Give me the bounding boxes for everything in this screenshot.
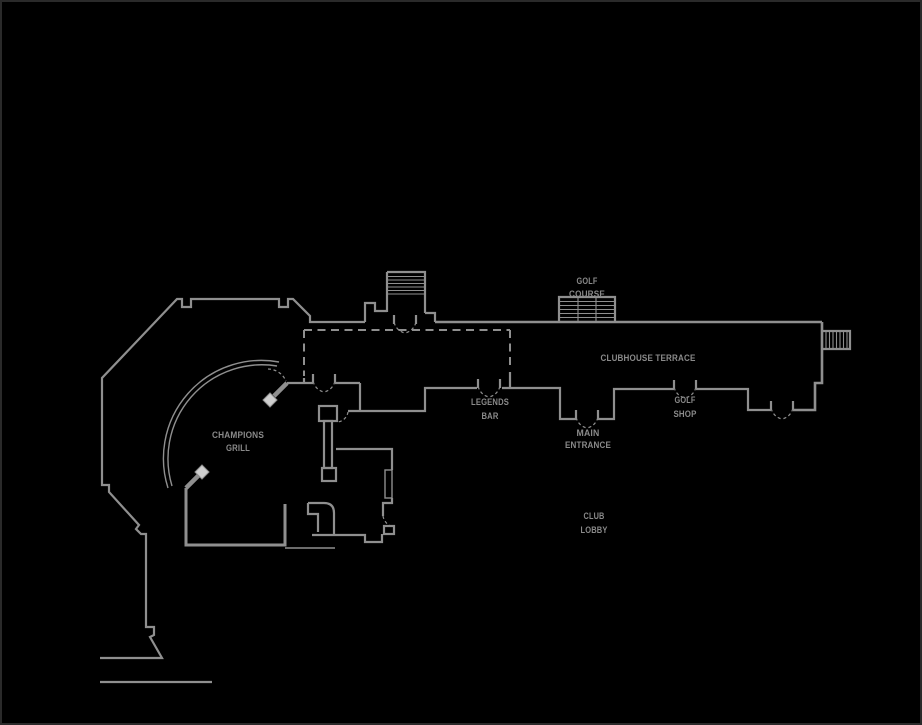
- terrace-north-wall: [314, 270, 822, 324]
- label-golf-shop-line1: GOLF: [675, 395, 696, 406]
- label-golf-course-line2: COURSE: [569, 289, 605, 300]
- label-champions-grill-line2: GRILL: [226, 443, 250, 454]
- label-champions-grill-line1: CHAMPIONS: [212, 430, 264, 441]
- room-labels: GOLF COURSE CLUBHOUSE TERRACE LEGENDS BA…: [212, 276, 697, 536]
- legends-bar-door-icon: [476, 377, 502, 399]
- champions-grill-arc-wall: [162, 359, 280, 489]
- golf-course-stairs: [557, 295, 617, 322]
- terrace-south-wall: [287, 372, 771, 421]
- north-center-stairs: [387, 275, 425, 295]
- east-terrace-stairs: [823, 329, 852, 351]
- door-hinge-icon: [194, 464, 210, 480]
- terrace-east-door-icon: [769, 399, 795, 421]
- interior-service-rooms: [306, 447, 396, 544]
- champions-grill-entry-door-icon: [311, 372, 337, 394]
- building-outline-west-wing: [100, 297, 314, 684]
- terrace-east-wall: [793, 322, 824, 412]
- label-legends-bar-line1: LEGENDS: [471, 397, 509, 408]
- champions-grill-southeast-wall: [184, 488, 335, 549]
- grill-arc-north-swing-door: [262, 368, 289, 408]
- label-golf-course-line1: GOLF: [577, 276, 598, 287]
- label-main-entrance-line2: ENTRANCE: [565, 440, 611, 451]
- main-entrance-door-icon: [574, 408, 600, 430]
- lobby-pilaster-wall: [317, 404, 349, 483]
- canopy-dashed-boundary: [303, 329, 511, 376]
- grill-arc-south-swing-door: [184, 464, 210, 490]
- door-hinge-icon: [262, 392, 278, 408]
- label-club-lobby-line2: LOBBY: [581, 525, 608, 536]
- label-clubhouse-terrace: CLUBHOUSE TERRACE: [601, 353, 696, 364]
- label-club-lobby-line1: CLUB: [584, 511, 605, 522]
- label-main-entrance-line1: MAIN: [577, 428, 600, 439]
- label-golf-shop-line2: SHOP: [674, 409, 697, 420]
- label-legends-bar-line2: BAR: [482, 411, 499, 422]
